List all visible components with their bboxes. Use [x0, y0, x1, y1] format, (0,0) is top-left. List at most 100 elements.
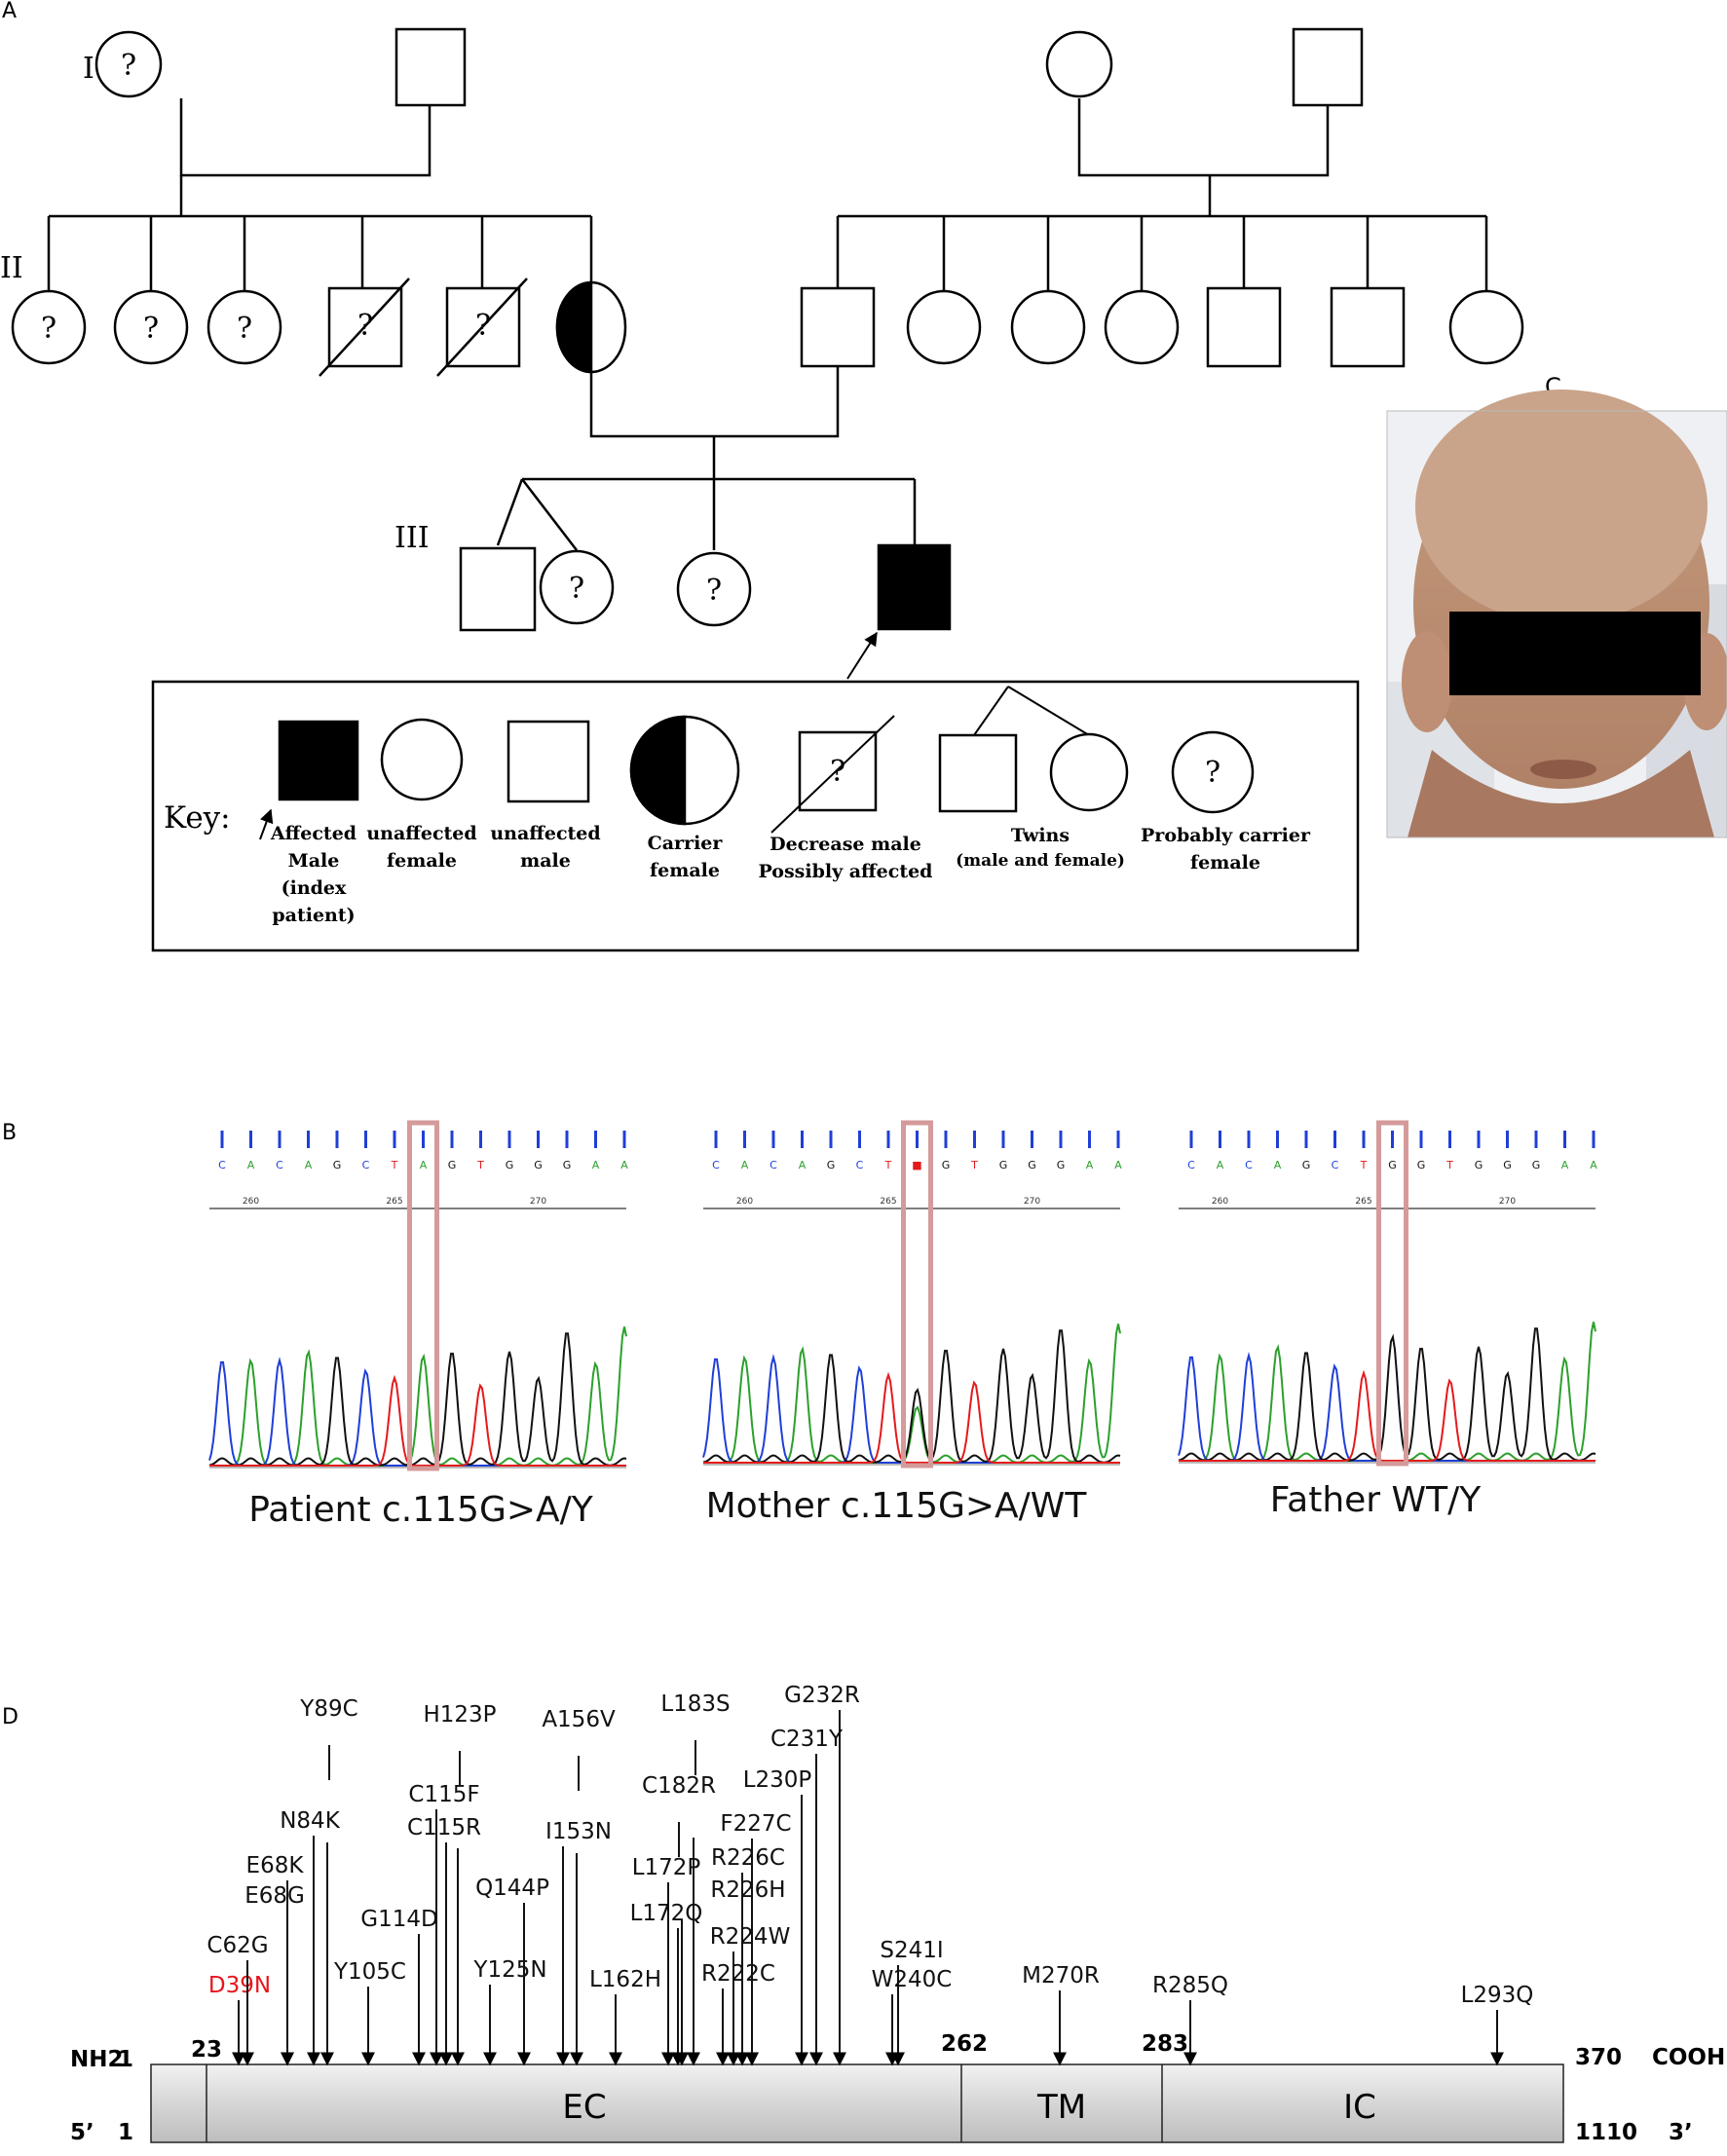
- base-letter: C: [1245, 1159, 1253, 1171]
- mutation-annotations: D39NC62GE68KE68GN84KY89CY105CG114DC115FC…: [206, 1683, 1533, 2066]
- base-letter: A: [620, 1159, 628, 1171]
- base-letter: A: [799, 1159, 807, 1171]
- mutation-c62g: C62G: [206, 1933, 269, 2066]
- position-tick-label: 270: [1499, 1197, 1516, 1207]
- question-mark: ?: [706, 574, 722, 608]
- pedigree-sibship-line: [47, 214, 593, 290]
- mutation-label: I153N: [545, 1819, 612, 1844]
- caption-mother: Mother c.115G>A/WT: [706, 1486, 1088, 1526]
- mutation-label: G232R: [784, 1683, 860, 1708]
- position-tick-label: 270: [1024, 1197, 1040, 1207]
- mutation-y105c: Y105C: [333, 1959, 406, 2066]
- pedigree-gen1-male: [394, 27, 467, 107]
- base-letter: A: [1590, 1159, 1597, 1171]
- key-label-unaffected-female: female: [387, 850, 457, 872]
- base-letter: T: [1445, 1159, 1453, 1171]
- key-twin-male-symbol: [938, 733, 1018, 813]
- gene-map-labels: EC TM IC NH2 1 5’ 1 23 262 283 370 COOH …: [70, 2031, 1725, 2145]
- pedigree-carrier-half: [555, 280, 593, 374]
- mutation-label: R226C: [711, 1845, 785, 1871]
- mutation-c231y: C231Y: [770, 1727, 844, 2066]
- five-prime-label: 5’: [70, 2120, 94, 2145]
- base-letter: T: [884, 1159, 892, 1171]
- key-label-unaffected-male: male: [520, 850, 571, 872]
- pedigree-mating-line-right: [1077, 98, 1330, 177]
- mutation-y89c: Y89C: [299, 1696, 358, 2066]
- mutation-d39n: D39N: [208, 1973, 271, 2066]
- key-deceased-slash: [770, 715, 895, 834]
- base-letter: G: [827, 1159, 836, 1171]
- mutation-label: L183S: [660, 1691, 730, 1717]
- question-mark: ?: [475, 309, 491, 343]
- base-letter: G: [333, 1159, 342, 1171]
- base-letter: C: [362, 1159, 370, 1171]
- pedigree-gen3-female-probable: [676, 551, 752, 627]
- mutation-label: R285Q: [1152, 1973, 1228, 1998]
- key-label-deceased: Decrease male: [770, 834, 921, 855]
- base-letter: G: [1302, 1159, 1311, 1171]
- caption-father: Father WT/Y: [1270, 1480, 1483, 1520]
- base-letter: C: [712, 1159, 720, 1171]
- domain-ec: EC: [562, 2088, 606, 2127]
- base-letter: G: [448, 1159, 457, 1171]
- mutation-label: H123P: [423, 1702, 496, 1728]
- nh2-label: NH2: [70, 2047, 124, 2072]
- base-letter: G: [1388, 1159, 1397, 1171]
- mutation-label: R226H: [710, 1877, 785, 1903]
- pedigree-text: I II III ? ? ? ? ? ? ? ? ? ? Key: Affect…: [0, 49, 1311, 926]
- base-letter: A: [1274, 1159, 1282, 1171]
- mutation-r226c: R226C: [711, 1845, 785, 2066]
- base-letter: G: [1475, 1159, 1483, 1171]
- key-label-twins: Twins: [1011, 825, 1070, 846]
- pedigree-gen1-female-probable: [94, 30, 163, 98]
- mutation-label: E68K: [246, 1853, 305, 1878]
- base-letter: G: [1417, 1159, 1426, 1171]
- base-letter: G: [942, 1159, 951, 1171]
- base-letter: A: [420, 1159, 428, 1171]
- base-letter: A: [1086, 1159, 1094, 1171]
- question-mark: ?: [1205, 756, 1220, 790]
- key-label-affected: Male: [288, 850, 340, 872]
- mutation-s241i: S241I: [880, 1938, 944, 2066]
- pedigree-sibship-line: [522, 477, 917, 550]
- mutation-q144p: Q144P: [475, 1876, 549, 2066]
- key-twin-female-symbol: [1049, 732, 1129, 812]
- protein-start: 1: [118, 2047, 133, 2072]
- base-letter: C: [218, 1159, 226, 1171]
- pedigree-gen1-male-right: [1292, 27, 1364, 107]
- base-letter: C: [856, 1159, 864, 1171]
- mutation-label: R224W: [710, 1924, 791, 1950]
- base-letter: G: [1057, 1159, 1066, 1171]
- pedigree-gen2-female: [906, 289, 982, 365]
- mutation-y125n: Y125N: [472, 1957, 547, 2066]
- pedigree-gen2-male: [1330, 286, 1406, 368]
- position-tick-label: 260: [1212, 1197, 1228, 1207]
- pedigree-deceased-slash: [436, 278, 528, 377]
- key-affected-symbol: [278, 720, 359, 801]
- mutation-r222c: R222C: [701, 1961, 775, 2066]
- base-letter: G: [1532, 1159, 1541, 1171]
- pedigree-gen3-index-patient: [877, 543, 952, 631]
- mutation-label: C182R: [642, 1773, 716, 1799]
- sequencing-captions: Patient c.115G>A/Y Mother c.115G>A/WT Fa…: [248, 1480, 1482, 1530]
- question-mark: ?: [143, 312, 159, 346]
- key-carrier-half: [629, 715, 687, 826]
- question-mark: ?: [41, 312, 56, 346]
- mutation-l172p: L172P: [632, 1855, 700, 2066]
- key-probable-symbol: [1171, 730, 1255, 814]
- patient-photo: [1386, 390, 1727, 838]
- question-mark: ?: [569, 572, 584, 606]
- pedigree-gen2-female: [1448, 289, 1524, 365]
- mutation-label: L172Q: [630, 1901, 703, 1926]
- pedigree-gen2-male: [800, 286, 876, 368]
- base-letter: A: [1114, 1159, 1122, 1171]
- pedigree-mating-line-parents: [589, 366, 840, 438]
- mutation-n84k: N84K: [280, 1808, 341, 2066]
- key-label-deceased: Possibly affected: [759, 861, 933, 882]
- generation-label-2: II: [0, 251, 23, 285]
- pedigree-key-box: [151, 680, 1360, 952]
- key-label-unaffected-male: unaffected: [490, 823, 600, 844]
- position-tick-label: 260: [243, 1197, 259, 1207]
